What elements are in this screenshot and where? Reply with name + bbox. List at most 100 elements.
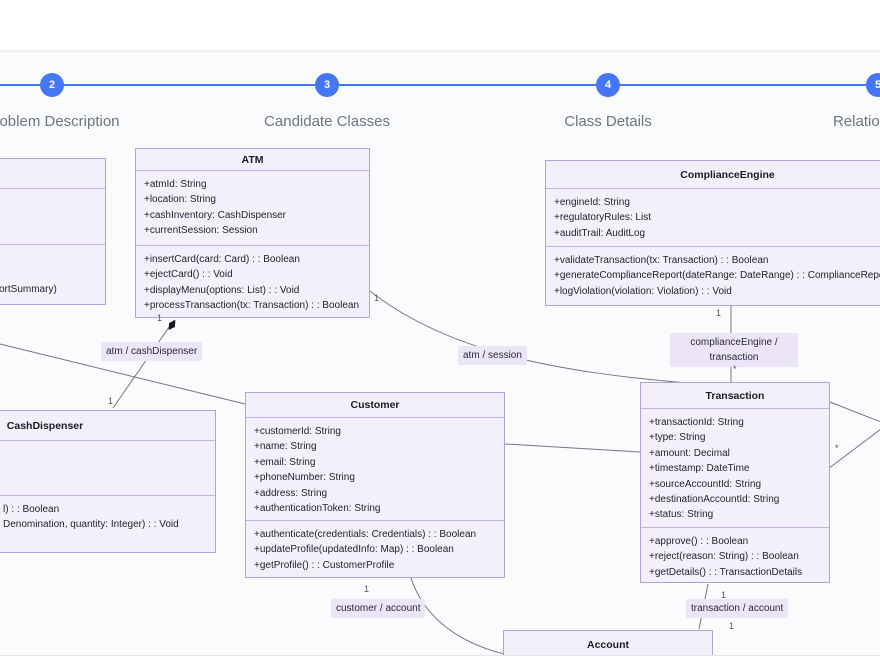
attribute-text: +customerId: String	[254, 426, 341, 437]
class-attributes	[0, 441, 215, 496]
step-label-2[interactable]: Problem Description	[0, 113, 120, 130]
attribute-text: +address: String	[254, 487, 328, 499]
method-text: +reject(reason: String) : : Boolean	[649, 551, 799, 563]
edge-label-line: complianceEngine /	[690, 337, 778, 348]
multiplicity-label: 1	[108, 396, 114, 406]
method-text: ortSummary)	[0, 283, 57, 295]
multiplicity-label: *	[733, 364, 737, 374]
class-methods: +approve() : : Boolean +reject(reason: St…	[641, 528, 829, 584]
method-text: +ejectCard() : : Void	[144, 269, 233, 281]
attribute-text: +timestamp: DateTime	[649, 463, 750, 475]
class-methods: +insertCard(card: Card) : : Boolean +ejec…	[136, 246, 369, 319]
edge-label-compliance-transaction[interactable]: complianceEngine / transaction	[670, 333, 798, 367]
attribute-text: +cashInventory: CashDispenser	[144, 209, 287, 221]
class-compliance-engine[interactable]: ComplianceEngine +engineId: String +regula…	[545, 160, 880, 306]
class-title: CashDispenser	[0, 411, 215, 441]
class-title: Transaction	[641, 383, 829, 409]
edge-label-line: transaction / account	[691, 603, 784, 614]
class-title: Customer	[246, 393, 504, 418]
multiplicity-label: *	[835, 443, 839, 453]
top-toolbar	[0, 0, 880, 51]
attribute-text: +name: String	[254, 441, 317, 453]
method-text: +displayMenu(options: List) : : Void	[144, 284, 300, 296]
class-title: ATM	[136, 149, 369, 171]
step-circle-5[interactable]: 5	[866, 73, 880, 97]
edge-customer-transaction[interactable]	[504, 443, 641, 453]
edge-label-transaction-account[interactable]: transaction / account	[686, 599, 789, 618]
attribute-text: +auditTrail: AuditLog	[554, 227, 646, 239]
edge-atm-cashdispenser[interactable]	[112, 319, 175, 409]
step-label-4[interactable]: Class Details	[564, 113, 652, 130]
bottom-toolbar	[0, 655, 880, 660]
method-text: +authenticate(credentials: Credentials) …	[254, 529, 477, 540]
attribute-text: +regulatoryRules: List	[554, 212, 651, 224]
attribute-text: +currentSession: Session	[144, 225, 258, 237]
step-circle-4[interactable]: 4	[596, 73, 620, 97]
method-text: l) : : Boolean	[3, 504, 60, 515]
attribute-text: +status: String	[649, 509, 714, 521]
attribute-text: +engineId: String	[554, 197, 630, 208]
multiplicity-label: 1	[721, 590, 727, 600]
step-circle-2[interactable]: 2	[40, 73, 64, 97]
edge-label-atm-session[interactable]: atm / session	[458, 346, 527, 365]
step-label-5[interactable]: Relationships	[832, 113, 880, 130]
class-methods: ortSummary)	[0, 245, 105, 306]
attribute-text: +email: String	[254, 456, 316, 468]
class-attributes: +atmId: String +location: String +cashInve…	[136, 171, 369, 246]
method-text: +getDetails() : : TransactionDetails	[649, 566, 803, 578]
attribute-text: +authenticationToken: String	[254, 502, 381, 514]
multiplicity-label: 1	[157, 313, 163, 323]
attribute-text: +amount: Decimal	[649, 447, 730, 459]
method-text	[0, 251, 97, 266]
edge-label-line: atm / session	[463, 350, 522, 361]
attribute-text: +destinationAccountId: String	[649, 493, 780, 505]
multiplicity-label: 1	[729, 621, 735, 631]
class-methods: +validateTransaction(tx: Transaction) : …	[546, 247, 880, 307]
multiplicity-label: 1	[364, 584, 370, 594]
edge-label-customer-account[interactable]: customer / account	[331, 599, 426, 618]
class-customer[interactable]: Customer +customerId: String +name: String…	[245, 392, 505, 578]
method-text: +processTransaction(tx: Transaction) : :…	[144, 300, 360, 312]
method-text: +logViolation(violation: Violation) : : …	[554, 285, 732, 297]
class-atm[interactable]: ATM +atmId: String +location: String +cashI…	[135, 148, 370, 318]
class-attributes	[0, 189, 105, 245]
step-circle-3[interactable]: 3	[315, 73, 339, 97]
method-text	[0, 266, 97, 281]
class-transaction[interactable]: Transaction +transactionId: String +type: …	[640, 382, 830, 583]
edge-transaction-right-upper[interactable]	[829, 401, 880, 423]
class-attributes: +engineId: String +regulatoryRules: List +…	[546, 189, 880, 247]
method-text: Denomination, quantity: Integer) : : Voi…	[3, 519, 179, 531]
method-text: +generateComplianceReport(dateRange: Dat…	[554, 270, 880, 282]
class-attributes: +transactionId: String +type: String +amou…	[641, 409, 829, 528]
attribute-text: +atmId: String	[144, 179, 207, 190]
multiplicity-label: 1	[716, 308, 722, 318]
attribute-text: +transactionId: String	[649, 417, 744, 428]
attribute-text: +sourceAccountId: String	[649, 478, 762, 490]
multiplicity-label: 1	[374, 293, 380, 303]
method-text: +insertCard(card: Card) : : Boolean	[144, 254, 300, 265]
edge-left-customer[interactable]	[0, 343, 246, 405]
edge-label-line: atm / cashDispenser	[106, 346, 198, 357]
edge-label-line: customer / account	[336, 603, 421, 614]
edge-label-atm-cashdispenser[interactable]: atm / cashDispenser	[101, 342, 203, 361]
attribute-text: +type: String	[649, 432, 706, 444]
class-title	[0, 159, 105, 189]
method-text: +approve() : : Boolean	[649, 536, 749, 547]
attribute-text: +location: String	[144, 194, 216, 206]
attribute-text: +phoneNumber: String	[254, 472, 355, 484]
method-text: +updateProfile(updatedInfo: Map) : : Boo…	[254, 544, 454, 556]
class-methods: +authenticate(credentials: Credentials) …	[246, 521, 504, 579]
composition-diamond-icon	[168, 320, 176, 330]
step-label-3[interactable]: Candidate Classes	[264, 113, 390, 130]
class-summary-fragment[interactable]: ortSummary)	[0, 158, 106, 305]
edge-label-line: transaction	[709, 352, 759, 363]
edge-customer-account[interactable]	[410, 577, 505, 655]
class-attributes: +customerId: String +name: String +email: …	[246, 418, 504, 521]
stepper-progress-line	[0, 84, 880, 86]
class-title: ComplianceEngine	[546, 161, 880, 189]
edge-transaction-right-lower[interactable]	[827, 429, 880, 470]
method-text: +validateTransaction(tx: Transaction) : …	[554, 255, 769, 266]
